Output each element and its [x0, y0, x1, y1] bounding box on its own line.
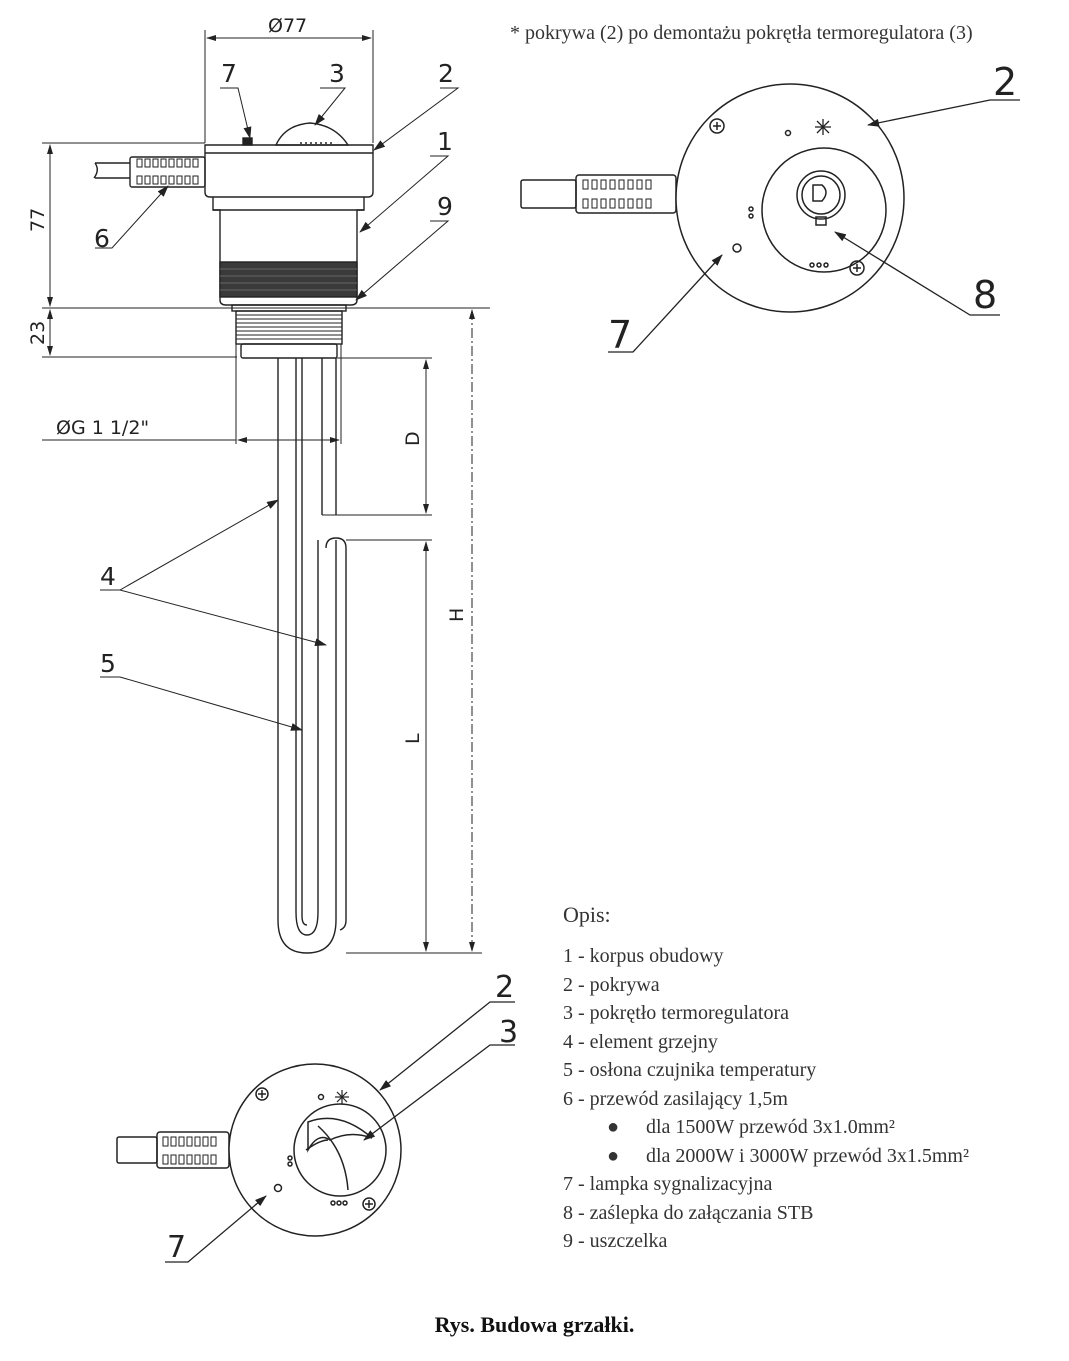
legend-item: 5 - osłona czujnika temperatury [563, 1056, 969, 1085]
legend-item: 1 - korpus obudowy [563, 942, 969, 971]
knob-side [274, 122, 350, 146]
heating-element-side [277, 358, 337, 954]
legend-item-text: 6 - przewód zasilający 1,5m [563, 1087, 788, 1110]
callout-2-knob: 2 [495, 970, 514, 1005]
legend-subitem: ● dla 1500W przewód 3x1.0mm² [563, 1113, 969, 1142]
legend-item: 4 - element grzejny [563, 1028, 969, 1057]
legend-item-text: 7 - lampka sygnalizacyjna [563, 1173, 773, 1195]
legend-item-text: 9 - uszczelka [563, 1230, 668, 1252]
callout-7-knob: 7 [167, 1230, 186, 1265]
callout-2-side: 2 [438, 59, 454, 88]
snowflake-icon-knob [335, 1090, 349, 1104]
dim-thread: ØG 1 1/2" [56, 417, 149, 439]
callout-4-side: 4 [100, 562, 116, 591]
legend-item: 7 - lampka sygnalizacyjna [563, 1170, 969, 1199]
legend-item: 9 - uszczelka [563, 1227, 969, 1256]
top-view-cover [520, 83, 905, 313]
dim-depth: D [402, 431, 424, 446]
callout-3-side: 3 [329, 59, 345, 88]
legend-item-text: 4 - element grzejny [563, 1030, 718, 1053]
thread-side [235, 310, 343, 359]
legend-item-text: dla 1500W przewód 3x1.0mm² [646, 1116, 895, 1138]
legend-item: 2 - pokrywa [563, 971, 969, 1000]
callout-7-cover: 7 [608, 313, 632, 357]
legend-item: 6 - przewód zasilający 1,5m [563, 1085, 969, 1114]
legend-item-text: 1 - korpus obudowy [563, 945, 724, 967]
legend-item-text: 2 - pokrywa [563, 973, 660, 996]
dim-head-height: 77 [27, 208, 49, 232]
legend-item: 8 - zaślepka do załączania STB [563, 1199, 969, 1228]
dim-thread-height: 23 [27, 321, 49, 345]
callout-9-side: 9 [437, 192, 453, 221]
callout-1-side: 1 [437, 127, 453, 156]
cover-note: * pokrywa (2) po demontażu pokrętła term… [510, 22, 973, 44]
legend-item-text: 3 - pokrętło termoregulatora [563, 1002, 790, 1024]
legend-subitem: ● dla 2000W i 3000W przewód 3x1.5mm² [563, 1142, 969, 1171]
callout-5-side: 5 [100, 649, 116, 678]
legend-item-text: 5 - osłona czujnika temperatury [563, 1059, 817, 1081]
dim-height: H [446, 608, 468, 622]
dim-length: L [402, 733, 424, 744]
sensor-sleeve-side [325, 537, 347, 931]
figure-caption: Rys. Budowa grzałki. [434, 1312, 635, 1337]
bullet-icon: ● [607, 1116, 620, 1138]
housing-side [212, 197, 365, 306]
power-cable [93, 156, 206, 188]
legend-title: Opis: [563, 902, 611, 927]
legend: Opis: 1 - korpus obudowy 2 - pokrywa 3 -… [563, 902, 969, 1256]
snowflake-icon [815, 119, 831, 135]
legend-item-text: 8 - zaślepka do załączania STB [563, 1201, 814, 1224]
cover-side [204, 137, 374, 198]
legend-item-text: dla 2000W i 3000W przewód 3x1.5mm² [646, 1144, 969, 1167]
side-view [93, 122, 374, 954]
callout-6-side: 6 [94, 224, 110, 253]
legend-list: 1 - korpus obudowy 2 - pokrywa 3 - pokrę… [563, 942, 969, 1256]
side-dimensions [42, 30, 490, 954]
callout-2-cover: 2 [993, 60, 1017, 104]
callout-3-knob: 3 [499, 1015, 518, 1050]
callout-7-side: 7 [221, 59, 237, 88]
top-view-knob [116, 1063, 402, 1237]
bullet-icon: ● [607, 1144, 620, 1167]
callout-8-cover: 8 [973, 273, 997, 317]
legend-item: 3 - pokrętło termoregulatora [563, 999, 969, 1028]
dim-cap-diameter: Ø77 [268, 15, 307, 37]
